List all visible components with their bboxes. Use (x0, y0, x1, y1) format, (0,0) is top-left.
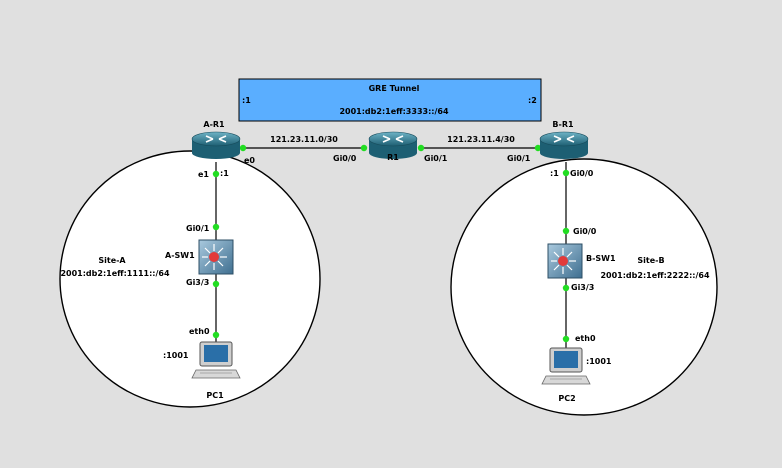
router-arrows-icon (553, 135, 575, 143)
router-b-r1[interactable] (539, 131, 589, 159)
if-b-r1-gi0-0: Gi0/0 (570, 169, 594, 178)
status-dot-b-sw1-gi3-3 (562, 284, 570, 292)
pc1-label: PC1 (206, 391, 224, 400)
if-b-r1-gi0-1: Gi0/1 (507, 154, 531, 163)
status-dot-pc2-eth0 (562, 335, 570, 343)
router-r1-label: R1 (387, 153, 399, 162)
if-pc2-eth0: eth0 (575, 334, 596, 343)
link-left-subnet: 121.23.11.0/30 (270, 135, 338, 144)
gre-tunnel-box[interactable] (238, 78, 542, 122)
pc2-computer-icon[interactable] (541, 347, 591, 385)
gre-tunnel-subnet: 2001:db2:1eff:3333::/64 (339, 107, 449, 116)
if-b-sw1-gi3-3: Gi3/3 (571, 283, 594, 292)
router-arrows-icon (205, 135, 227, 143)
router-a-r1[interactable] (191, 131, 241, 159)
status-dot-r1-gi0-0 (360, 144, 368, 152)
switch-b-sw1[interactable] (547, 243, 583, 279)
switch-hub-icon (558, 256, 568, 266)
router-r1[interactable] (368, 131, 418, 159)
if-a-r1-e0: e0 (244, 156, 255, 165)
site-b-prefix: 2001:db2:1eff:2222::/64 (600, 271, 710, 280)
status-dot-a-sw1-gi3-3 (212, 280, 220, 288)
if-a-sw1-gi3-3: Gi3/3 (186, 278, 209, 287)
site-a-prefix: 2001:db2:1eff:1111::/64 (60, 269, 170, 278)
status-dot-a-r1-e1 (212, 170, 220, 178)
pc2-label: PC2 (558, 394, 575, 403)
pc1-computer-icon[interactable] (191, 341, 241, 379)
switch-hub-icon (209, 252, 219, 262)
link-status-dots (212, 144, 570, 343)
site-b-name: Site-B (637, 256, 664, 265)
gre-tunnel-left-end: :1 (242, 96, 251, 105)
if-r1-gi0-1: Gi0/1 (424, 154, 448, 163)
if-a-sw1-gi0-1: Gi0/1 (186, 224, 210, 233)
site-a-name: Site-A (98, 256, 126, 265)
switch-a-sw1-label: A-SW1 (165, 251, 195, 260)
status-dot-a-r1-e0 (239, 144, 247, 152)
gre-tunnel-right-end: :2 (528, 96, 537, 105)
pc1-address: :1001 (163, 351, 189, 360)
switch-a-sw1[interactable] (198, 239, 234, 275)
if-b-sw1-gi0-0: Gi0/0 (573, 227, 597, 236)
status-dot-b-r1-gi0-1 (534, 144, 542, 152)
switch-b-sw1-label: B-SW1 (586, 254, 616, 263)
status-dot-b-r1-gi0-0 (562, 169, 570, 177)
status-dot-r1-gi0-1 (417, 144, 425, 152)
router-b-r1-label: B-R1 (552, 120, 574, 129)
status-dot-a-sw1-gi0-1 (212, 223, 220, 231)
status-dot-b-sw1-gi0-0 (562, 227, 570, 235)
site-b-circle (450, 158, 718, 416)
site-a-circle (59, 150, 321, 408)
gre-tunnel-title: GRE Tunnel (369, 84, 420, 93)
if-a-r1-e1-addr: :1 (220, 169, 229, 178)
router-arrows-icon (382, 135, 404, 143)
status-dot-pc1-eth0 (212, 331, 220, 339)
if-a-r1-e1: e1 (198, 170, 209, 179)
if-pc1-eth0: eth0 (189, 327, 210, 336)
if-r1-gi0-0: Gi0/0 (333, 154, 357, 163)
if-b-r1-addr: :1 (550, 169, 559, 178)
router-a-r1-label: A-R1 (203, 120, 225, 129)
link-right-subnet: 121.23.11.4/30 (447, 135, 515, 144)
pc2-address: :1001 (586, 357, 612, 366)
